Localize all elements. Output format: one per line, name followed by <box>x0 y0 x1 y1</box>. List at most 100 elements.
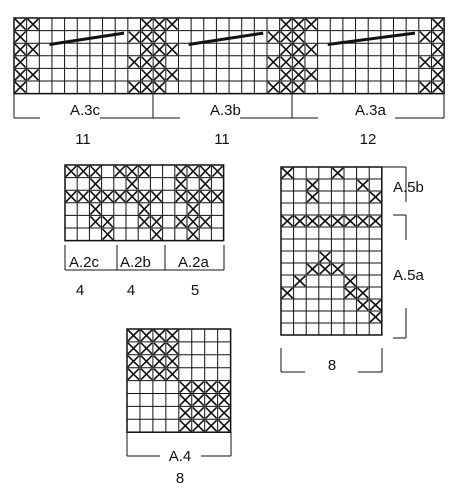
a3-cross-stroke <box>128 81 141 94</box>
a5-cross-symbol <box>319 263 331 275</box>
a2-cross-stroke <box>150 228 163 241</box>
a3-cross-symbol <box>419 56 432 68</box>
a2-cross-symbol <box>126 190 138 203</box>
a5-cross-symbol <box>319 251 331 263</box>
a2-cross-stroke <box>89 215 102 228</box>
a4-cross-stroke <box>179 381 192 394</box>
a3-cross-stroke <box>128 31 141 43</box>
a5-cross-symbol <box>369 299 382 311</box>
a4-cross-stroke <box>218 406 231 419</box>
a2-cross-symbol <box>65 165 77 178</box>
a3-cross-symbol <box>140 56 153 68</box>
a3-cross-symbol <box>292 18 305 31</box>
a2-cross-symbol <box>65 190 77 203</box>
a3-cross-symbol <box>280 56 292 68</box>
a3-cross-symbol <box>153 18 166 31</box>
a3-cross-symbol <box>128 81 141 94</box>
a3-cross-stroke <box>140 43 153 56</box>
a3-cross-symbol <box>431 68 444 81</box>
a5-cross-symbol <box>306 191 319 203</box>
a5-cross-stroke <box>319 263 331 275</box>
a3-cross-symbol <box>14 56 27 68</box>
a5-cross-symbol <box>344 287 357 299</box>
a5-cross-stroke <box>281 287 294 299</box>
a3-cross-stroke <box>305 68 318 81</box>
a2-cross-stroke <box>114 165 126 178</box>
a2-cross-stroke <box>175 165 187 178</box>
a2-cross-symbol <box>150 215 163 228</box>
a2-cross-stroke <box>126 190 138 203</box>
a3-cross-symbol <box>128 31 141 43</box>
a4-cross-stroke <box>192 419 205 432</box>
a5-cross-symbol <box>369 215 382 227</box>
a3-cross-stroke <box>27 18 39 31</box>
a3-cross-symbol <box>292 43 305 56</box>
a4-cross-symbol <box>140 342 153 355</box>
a2-cross-stroke <box>187 165 199 178</box>
a4-cross-stroke <box>205 406 218 419</box>
a5-cross-symbol <box>331 167 344 179</box>
a2-cross-symbol <box>187 228 199 241</box>
a2-cross-symbol <box>89 203 102 215</box>
a3-cross-symbol <box>431 56 444 68</box>
a3-cross-stroke <box>14 31 27 43</box>
a2b-label: A.2b <box>120 254 151 271</box>
a5-outline <box>280 166 383 336</box>
a3a-count: 12 <box>360 131 377 148</box>
a3-cross-symbol <box>419 81 432 94</box>
a3-cross-stroke <box>267 56 280 68</box>
a2-cross-symbol <box>89 215 102 228</box>
a4-cross-stroke <box>218 419 231 432</box>
a2-cross-stroke <box>211 165 224 178</box>
a3-cross-stroke <box>153 68 166 81</box>
a3-cross-stroke <box>280 56 292 68</box>
a5-cross-stroke <box>344 275 357 287</box>
a4-cross-symbol <box>166 355 179 368</box>
a3-cross-symbol <box>280 81 292 94</box>
a3-cross-stroke <box>14 18 27 31</box>
a5-cross-stroke <box>369 191 382 203</box>
a3-cross-stroke <box>292 68 305 81</box>
a5-cross-symbol <box>331 215 344 227</box>
a5-cross-stroke <box>281 167 294 179</box>
a5-cross-symbol <box>294 215 306 227</box>
a4-cross-symbol <box>218 406 231 419</box>
a3-cross-symbol <box>153 81 166 94</box>
a3-cross-stroke <box>419 56 432 68</box>
a3-cross-symbol <box>166 18 179 31</box>
a2-cross-symbol <box>199 190 211 203</box>
a3b-count: 11 <box>214 131 230 148</box>
a5-cross-symbol <box>306 215 319 227</box>
a4-cross-symbol <box>179 381 192 394</box>
a2-cross-symbol <box>114 190 126 203</box>
a4-cross-stroke <box>153 329 166 342</box>
chart-marks <box>14 18 444 432</box>
a3-cross-symbol <box>166 68 179 81</box>
a5-cross-stroke <box>306 191 319 203</box>
a3-cross-symbol <box>153 43 166 56</box>
a3-cross-stroke <box>27 43 39 56</box>
a4-cross-symbol <box>192 406 205 419</box>
a4-cross-symbol <box>205 406 218 419</box>
a4-grid <box>126 328 232 433</box>
a5-cross-stroke <box>357 179 369 191</box>
a3-cross-stroke <box>292 81 305 94</box>
a2-cross-stroke <box>187 203 199 215</box>
a5-grid <box>280 166 383 336</box>
a5-cross-symbol <box>281 167 294 179</box>
a3-cross-stroke <box>128 56 141 68</box>
a3-cross-stroke <box>14 56 27 68</box>
a2c-label: A.2c <box>69 254 100 271</box>
a3-cross-symbol <box>267 56 280 68</box>
a4-cross-symbol <box>192 393 205 406</box>
a2-cross-stroke <box>199 215 211 228</box>
a3-cross-symbol <box>140 43 153 56</box>
a2-cross-symbol <box>199 215 211 228</box>
a5-cross-stroke <box>357 299 369 311</box>
a5-label-brackets <box>280 166 407 373</box>
a5-cross-symbol <box>319 215 331 227</box>
a5-cross-symbol <box>357 299 369 311</box>
a2-cross-symbol <box>211 165 224 178</box>
a4-cross-symbol <box>205 419 218 432</box>
